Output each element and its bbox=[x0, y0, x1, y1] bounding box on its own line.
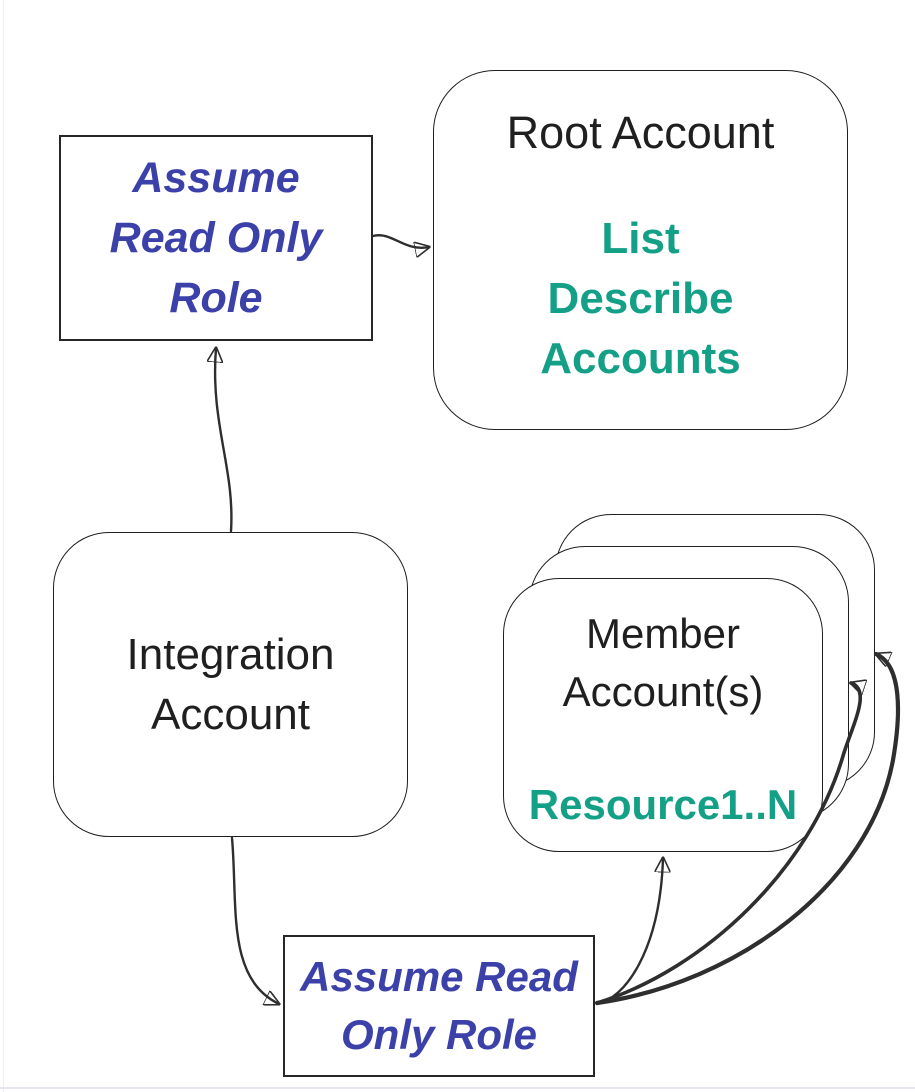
page-edge-left bbox=[3, 0, 4, 1092]
integration-title-line1: Integration bbox=[126, 629, 335, 679]
assume-bottom-line1: Assume Read bbox=[300, 953, 578, 1000]
assume-top-line3: Role bbox=[169, 274, 263, 322]
member-accounts-title-line2: Account(s) bbox=[562, 668, 764, 715]
assume-bottom-line2: Only Role bbox=[340, 1011, 538, 1058]
arrow-integration-to-assume-top bbox=[215, 348, 233, 533]
integration-account-node: Integration Account bbox=[53, 532, 408, 837]
page-edge-bottom bbox=[0, 1087, 915, 1089]
assume-bottom-label: Assume Read Only Role bbox=[300, 948, 578, 1064]
member-accounts-resource-label: Resource1..N bbox=[528, 781, 798, 828]
arrow-integration-to-assume-bottom bbox=[230, 836, 279, 1004]
root-action-describe: Describe bbox=[547, 274, 734, 323]
root-action-accounts: Accounts bbox=[540, 334, 741, 383]
assume-read-only-role-top-node: Assume Read Only Role bbox=[59, 135, 373, 341]
assume-top-line2: Read Only bbox=[109, 214, 323, 262]
assume-top-label: Assume Read Only Role bbox=[110, 148, 323, 328]
assume-top-line1: Assume bbox=[132, 154, 300, 202]
member-accounts-node: Member Account(s) Resource1..N bbox=[503, 578, 823, 852]
member-accounts-title-line1: Member bbox=[585, 610, 741, 657]
arrow-assume-top-to-root bbox=[371, 234, 429, 248]
arrow-assume-bottom-to-member-front bbox=[595, 858, 663, 1006]
root-account-actions: List Describe Accounts bbox=[540, 209, 740, 389]
integration-title-line2: Account bbox=[151, 689, 310, 739]
root-account-node: Root Account List Describe Accounts bbox=[433, 70, 848, 430]
assume-read-only-role-bottom-node: Assume Read Only Role bbox=[283, 935, 595, 1077]
member-accounts-title: Member Account(s) bbox=[563, 605, 764, 721]
root-account-title: Root Account bbox=[506, 107, 775, 158]
root-action-list: List bbox=[601, 214, 680, 263]
